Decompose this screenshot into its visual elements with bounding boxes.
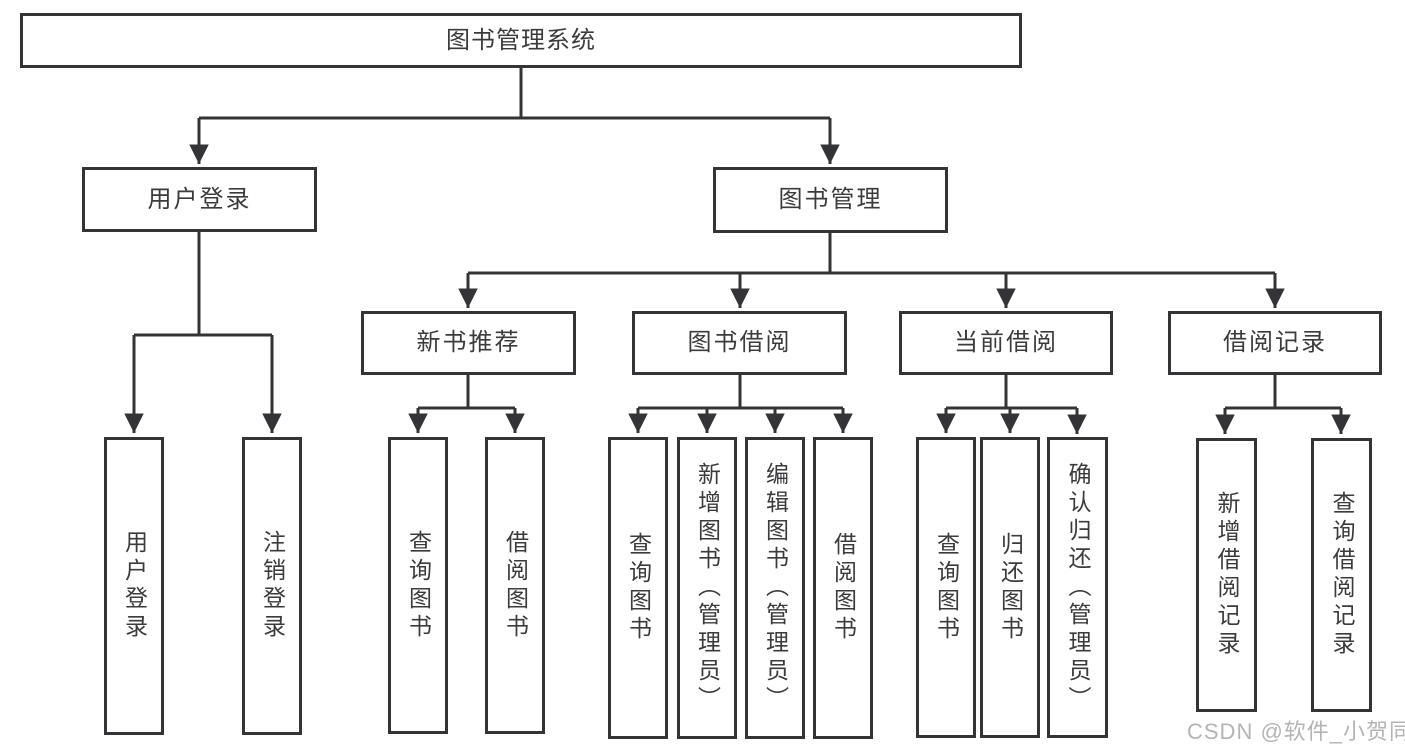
node-current-borrow: 当前借阅 — [899, 311, 1113, 375]
leaf-borrow-edit-book-admin: 编辑图书（管理员） — [745, 437, 805, 739]
leaf-logout: 注销登录 — [242, 437, 302, 735]
node-book-borrow: 图书借阅 — [632, 311, 847, 375]
node-user-login: 用户登录 — [82, 167, 317, 232]
csdn-watermark: CSDN @软件_小贺同学 — [1184, 713, 1405, 747]
leaf-current-confirm-return-admin: 确认归还（管理员） — [1047, 437, 1108, 738]
node-root-system: 图书管理系统 — [20, 13, 1022, 68]
node-borrow-record: 借阅记录 — [1168, 311, 1382, 375]
leaf-record-add-borrow-record: 新增借阅记录 — [1196, 438, 1257, 712]
leaf-current-query-book: 查询图书 — [916, 437, 976, 738]
leaf-borrow-add-book-admin: 新增图书（管理员） — [677, 437, 737, 739]
leaf-newbook-query-book: 查询图书 — [388, 437, 448, 734]
node-new-book-recommend: 新书推荐 — [361, 311, 576, 375]
leaf-borrow-borrow-book: 借阅图书 — [813, 437, 873, 739]
leaf-borrow-query-book: 查询图书 — [608, 437, 668, 739]
leaf-user-login: 用户登录 — [104, 437, 164, 735]
node-book-management: 图书管理 — [713, 167, 948, 233]
leaf-current-return-book: 归还图书 — [980, 437, 1040, 738]
leaf-newbook-borrow-book: 借阅图书 — [485, 437, 545, 734]
leaf-record-query-borrow-record: 查询借阅记录 — [1311, 438, 1372, 712]
